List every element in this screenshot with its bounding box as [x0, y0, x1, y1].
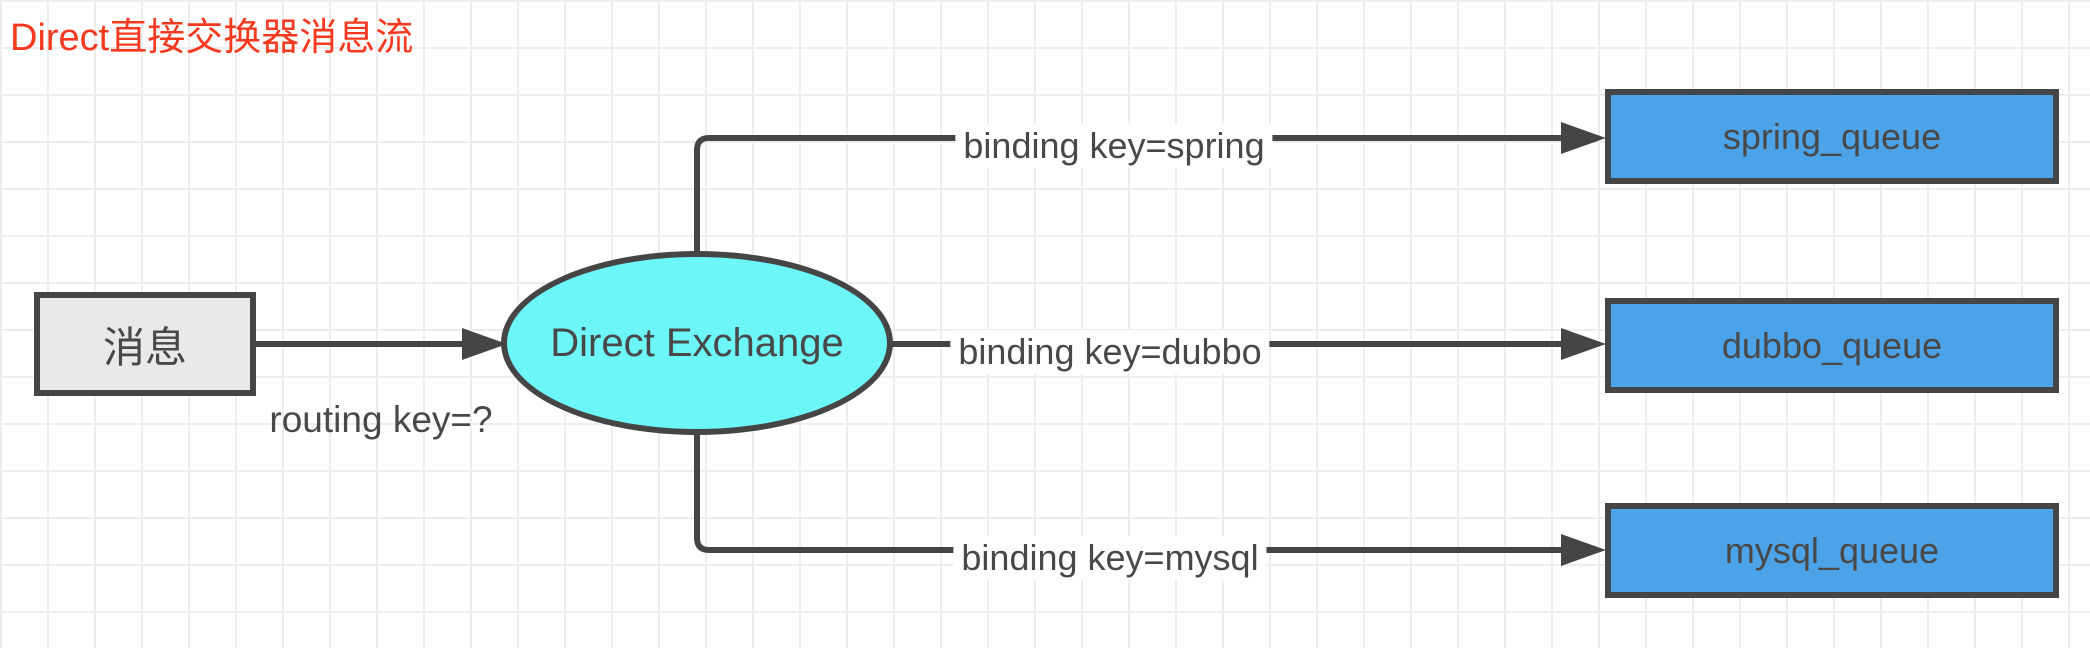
binding-key-label-dubbo: binding key=dubbo	[950, 330, 1270, 374]
queue-node-spring: spring_queue	[1605, 89, 2059, 184]
arrowhead-mysql-icon	[1561, 534, 1606, 566]
routing-key-label: routing key=?	[269, 399, 493, 440]
message-node: 消息	[34, 292, 256, 396]
queue-node-mysql: mysql_queue	[1605, 503, 2059, 598]
queue-label-dubbo: dubbo_queue	[1721, 324, 1943, 366]
edge-exchange-to-mysql	[694, 345, 1561, 553]
binding-key-label-mysql: binding key=mysql	[953, 536, 1267, 580]
queue-node-dubbo: dubbo_queue	[1605, 298, 2059, 393]
edge-exchange-to-spring	[694, 135, 1561, 343]
arrowhead-spring-icon	[1561, 122, 1606, 154]
queue-label-spring: spring_queue	[1722, 115, 1942, 157]
exchange-node-label: Direct Exchange	[550, 320, 844, 365]
message-node-label: 消息	[102, 323, 187, 371]
arrowhead-exchange-icon	[462, 328, 507, 360]
diagram-title: Direct直接交换器消息流	[10, 17, 414, 59]
queue-label-mysql: mysql_queue	[1724, 529, 1940, 571]
exchange-node: Direct Exchange	[501, 251, 893, 435]
arrowhead-dubbo-icon	[1561, 328, 1606, 360]
binding-key-label-spring: binding key=spring	[955, 124, 1273, 168]
